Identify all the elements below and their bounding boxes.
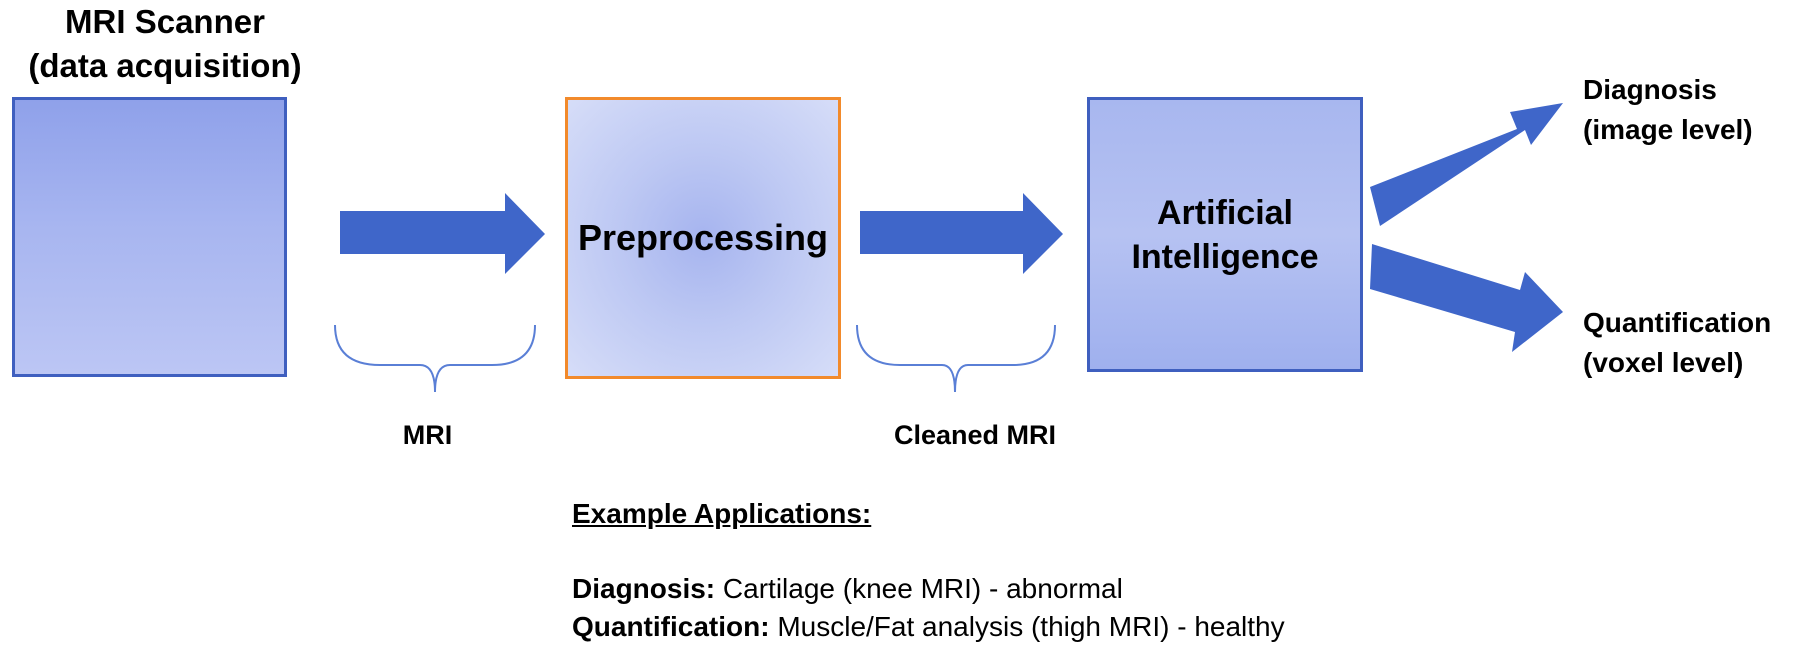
arrow-scanner-to-preprocessing bbox=[340, 193, 545, 274]
diagnosis-output-line1: Diagnosis bbox=[1583, 74, 1717, 105]
ai-label-line2: Intelligence bbox=[1131, 237, 1319, 276]
scanner-box bbox=[12, 97, 287, 377]
quantification-output-line1: Quantification bbox=[1583, 307, 1772, 338]
examples-heading: Example Applications: bbox=[572, 498, 872, 529]
ai-box: Artificial Intelligence bbox=[1087, 97, 1363, 372]
scanner-title-line1: MRI Scanner bbox=[65, 3, 265, 40]
ai-label: Artificial Intelligence bbox=[1131, 191, 1318, 279]
preprocessing-label: Preprocessing bbox=[577, 217, 829, 258]
ai-label-line1: Artificial bbox=[1156, 193, 1294, 232]
example-quantification: Quantification: Muscle/Fat analysis (thi… bbox=[572, 608, 1572, 646]
example-applications: Example Applications: Diagnosis: Cartila… bbox=[572, 496, 1572, 646]
arrow-ai-to-quantification bbox=[1370, 244, 1563, 352]
brace-mri bbox=[334, 324, 536, 393]
brace-cleaned-mri bbox=[856, 324, 1056, 393]
arrow-preprocessing-to-ai bbox=[860, 193, 1063, 274]
quantification-output-line2: (voxel level) bbox=[1583, 347, 1744, 378]
example-diagnosis: Diagnosis: Cartilage (knee MRI) - abnorm… bbox=[572, 570, 1572, 608]
example-diagnosis-text: Cartilage (knee MRI) - abnormal bbox=[715, 573, 1123, 604]
preprocessing-box: Preprocessing bbox=[565, 97, 841, 379]
example-quantification-text: Muscle/Fat analysis (thigh MRI) - health… bbox=[769, 611, 1285, 642]
cleaned-mri-brace-label: Cleaned MRI bbox=[893, 420, 1057, 450]
quantification-output-label: Quantification (voxel level) bbox=[1583, 303, 1798, 383]
example-diagnosis-term: Diagnosis: bbox=[572, 573, 716, 604]
scanner-title-line2: (data acquisition) bbox=[28, 47, 302, 84]
arrow-ai-to-diagnosis bbox=[1370, 103, 1563, 226]
diagnosis-output-line2: (image level) bbox=[1583, 114, 1753, 145]
scanner-title: MRI Scanner (data acquisition) bbox=[0, 0, 330, 88]
example-quantification-term: Quantification: bbox=[572, 611, 770, 642]
mri-brace-label: MRI bbox=[402, 420, 453, 450]
diagnosis-output-label: Diagnosis (image level) bbox=[1583, 70, 1798, 150]
